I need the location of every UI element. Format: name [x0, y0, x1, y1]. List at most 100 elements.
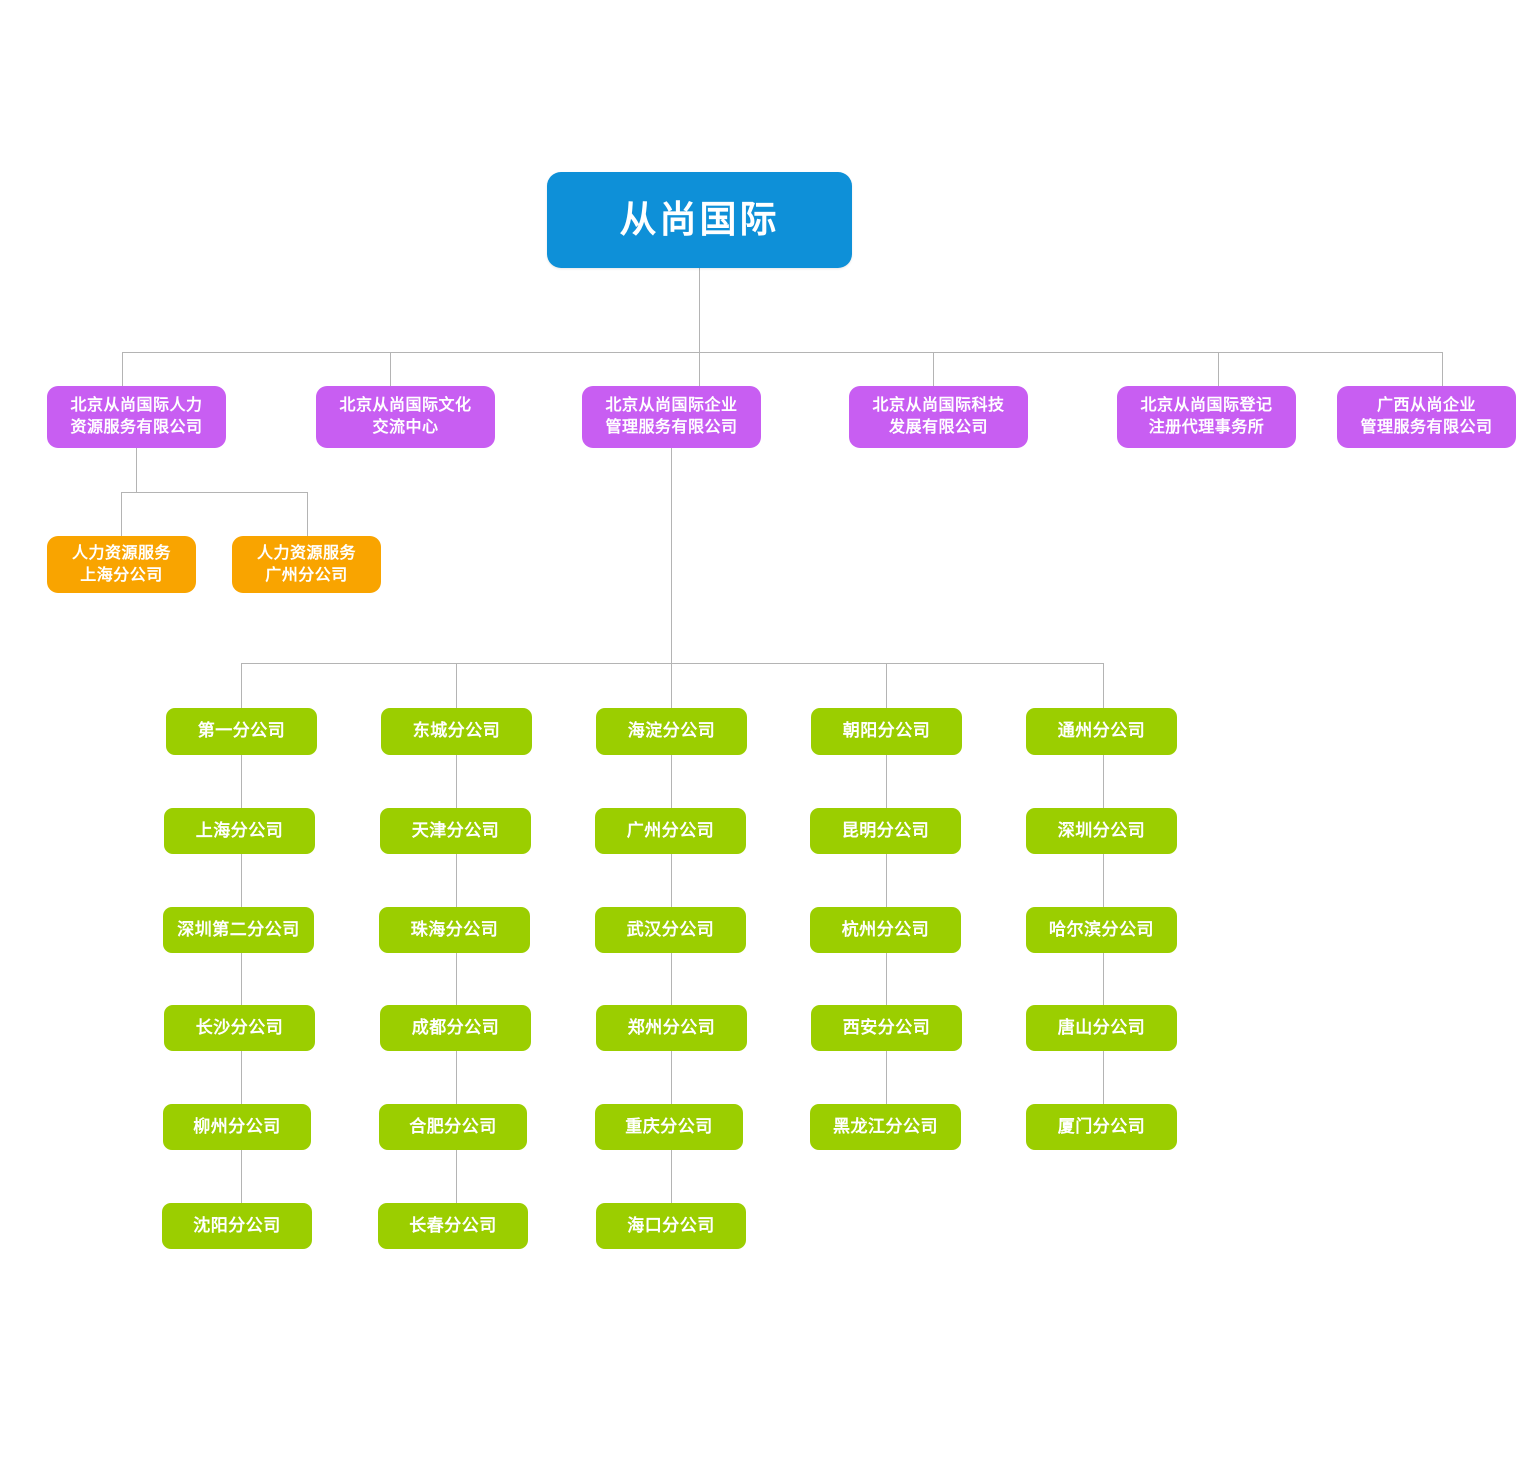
- node-branch-col3-row4[interactable]: 郑州分公司: [596, 1005, 747, 1051]
- connector-drop-enterprise-col4: [886, 663, 887, 708]
- node-branch-col5-row5[interactable]: 厦门分公司: [1026, 1104, 1177, 1150]
- connector-col4-spine-4: [886, 1051, 887, 1104]
- node-branch-col4-row3[interactable]: 杭州分公司: [810, 907, 961, 953]
- node-label: 哈尔滨分公司: [1049, 919, 1154, 939]
- connector-col4-spine-2: [886, 854, 887, 907]
- node-branch-col4-row4[interactable]: 西安分公司: [811, 1005, 962, 1051]
- node-branch-col3-row1[interactable]: 海淀分公司: [596, 708, 747, 755]
- connector-col4-spine-1: [886, 755, 887, 808]
- node-branch-col3-row6[interactable]: 海口分公司: [596, 1203, 746, 1249]
- node-label: 北京从尚国际人力 资源服务有限公司: [70, 397, 203, 436]
- connector-col1-spine-4: [241, 1051, 242, 1104]
- node-label: 黑龙江分公司: [833, 1116, 938, 1136]
- node-branch-hr-shanghai[interactable]: 人力资源服务 上海分公司: [47, 536, 196, 593]
- node-division-culture-exchange[interactable]: 北京从尚国际文化 交流中心: [316, 386, 495, 448]
- node-label: 天津分公司: [411, 820, 500, 840]
- connector-drop-enterprise-col1: [241, 663, 242, 708]
- node-label: 北京从尚国际文化 交流中心: [339, 397, 472, 436]
- connector-division-bus: [122, 352, 1442, 353]
- connector-col3-spine-3: [671, 953, 672, 1005]
- node-branch-col2-row1[interactable]: 东城分公司: [381, 708, 532, 755]
- node-branch-col3-row3[interactable]: 武汉分公司: [595, 907, 746, 953]
- node-branch-col1-row3[interactable]: 深圳第二分公司: [163, 907, 314, 953]
- node-division-enterprise-management[interactable]: 北京从尚国际企业 管理服务有限公司: [582, 386, 761, 448]
- node-label: 海口分公司: [627, 1215, 715, 1235]
- connector-drop-enterprise-col3: [671, 663, 672, 708]
- node-branch-col3-row5[interactable]: 重庆分公司: [595, 1104, 743, 1150]
- connector-col2-spine-5: [456, 1150, 457, 1203]
- connector-col3-spine-1: [671, 755, 672, 808]
- node-label: 深圳分公司: [1057, 820, 1146, 840]
- connector-drop-division-2: [390, 352, 391, 386]
- connector-col5-spine-4: [1103, 1051, 1104, 1104]
- node-branch-col2-row5[interactable]: 合肥分公司: [379, 1104, 527, 1150]
- connector-col3-spine-4: [671, 1051, 672, 1104]
- connector-drop-hr-1: [121, 492, 122, 536]
- node-label: 人力资源服务 上海分公司: [71, 544, 171, 584]
- connector-col5-spine-1: [1103, 755, 1104, 808]
- connector-drop-enterprise-col2: [456, 663, 457, 708]
- node-division-guangxi-enterprise[interactable]: 广西从尚企业 管理服务有限公司: [1337, 386, 1516, 448]
- node-branch-col5-row4[interactable]: 唐山分公司: [1026, 1005, 1177, 1051]
- connector-drop-division-3: [699, 352, 700, 386]
- node-branch-col2-row2[interactable]: 天津分公司: [380, 808, 531, 854]
- node-label: 从尚国际: [619, 199, 780, 241]
- node-branch-col1-row4[interactable]: 长沙分公司: [164, 1005, 315, 1051]
- node-label: 郑州分公司: [627, 1017, 716, 1037]
- node-label: 成都分公司: [411, 1017, 500, 1037]
- connector-col4-spine-3: [886, 953, 887, 1005]
- node-root-congshang-international[interactable]: 从尚国际: [547, 172, 852, 268]
- connector-drop-division-1: [122, 352, 123, 386]
- node-branch-col1-row5[interactable]: 柳州分公司: [163, 1104, 311, 1150]
- connector-col1-spine-5: [241, 1150, 242, 1203]
- connector-col1-spine-1: [241, 755, 242, 808]
- node-label: 昆明分公司: [841, 820, 930, 840]
- connector-col1-spine-2: [241, 854, 242, 907]
- node-branch-col4-row1[interactable]: 朝阳分公司: [811, 708, 962, 755]
- connector-col5-spine-2: [1103, 854, 1104, 907]
- node-branch-col2-row3[interactable]: 珠海分公司: [379, 907, 530, 953]
- node-branch-col1-row6[interactable]: 沈阳分公司: [162, 1203, 312, 1249]
- node-branch-col3-row2[interactable]: 广州分公司: [595, 808, 746, 854]
- node-label: 杭州分公司: [841, 919, 930, 939]
- node-label: 合肥分公司: [409, 1116, 497, 1136]
- node-label: 武汉分公司: [626, 919, 715, 939]
- node-branch-col2-row4[interactable]: 成都分公司: [380, 1005, 531, 1051]
- node-label: 柳州分公司: [193, 1116, 281, 1136]
- connector-col2-spine-4: [456, 1051, 457, 1104]
- connector-hr-bus: [121, 492, 307, 493]
- node-label: 广西从尚企业 管理服务有限公司: [1360, 397, 1493, 436]
- node-label: 东城分公司: [412, 721, 501, 741]
- connector-col5-spine-3: [1103, 953, 1104, 1005]
- node-branch-col1-row2[interactable]: 上海分公司: [164, 808, 315, 854]
- node-division-hr-services[interactable]: 北京从尚国际人力 资源服务有限公司: [47, 386, 226, 448]
- connector-drop-hr-2: [307, 492, 308, 536]
- node-branch-col5-row1[interactable]: 通州分公司: [1026, 708, 1177, 755]
- node-label: 沈阳分公司: [193, 1215, 281, 1235]
- node-branch-col5-row2[interactable]: 深圳分公司: [1026, 808, 1177, 854]
- node-branch-col2-row6[interactable]: 长春分公司: [378, 1203, 528, 1249]
- node-label: 广州分公司: [626, 820, 715, 840]
- node-branch-col5-row3[interactable]: 哈尔滨分公司: [1026, 907, 1177, 953]
- node-label: 厦门分公司: [1057, 1116, 1146, 1136]
- node-label: 朝阳分公司: [842, 721, 931, 741]
- connector-drop-division-5: [1218, 352, 1219, 386]
- node-branch-col1-row1[interactable]: 第一分公司: [166, 708, 317, 755]
- node-label: 北京从尚国际登记 注册代理事务所: [1140, 397, 1273, 436]
- node-branch-col4-row2[interactable]: 昆明分公司: [810, 808, 961, 854]
- connector-enterprise-stem: [671, 448, 672, 663]
- node-branch-hr-guangzhou[interactable]: 人力资源服务 广州分公司: [232, 536, 381, 593]
- connector-root-stem: [699, 268, 700, 353]
- connector-col1-spine-3: [241, 953, 242, 1005]
- node-branch-col4-row5[interactable]: 黑龙江分公司: [810, 1104, 961, 1150]
- node-division-technology-development[interactable]: 北京从尚国际科技 发展有限公司: [849, 386, 1028, 448]
- node-label: 长沙分公司: [195, 1017, 284, 1037]
- node-label: 人力资源服务 广州分公司: [256, 544, 356, 584]
- node-division-registration-agency[interactable]: 北京从尚国际登记 注册代理事务所: [1117, 386, 1296, 448]
- node-label: 深圳第二分公司: [177, 919, 300, 939]
- connector-drop-division-4: [933, 352, 934, 386]
- node-label: 珠海分公司: [410, 919, 499, 939]
- node-label: 海淀分公司: [627, 721, 716, 741]
- connector-drop-enterprise-col5: [1103, 663, 1104, 708]
